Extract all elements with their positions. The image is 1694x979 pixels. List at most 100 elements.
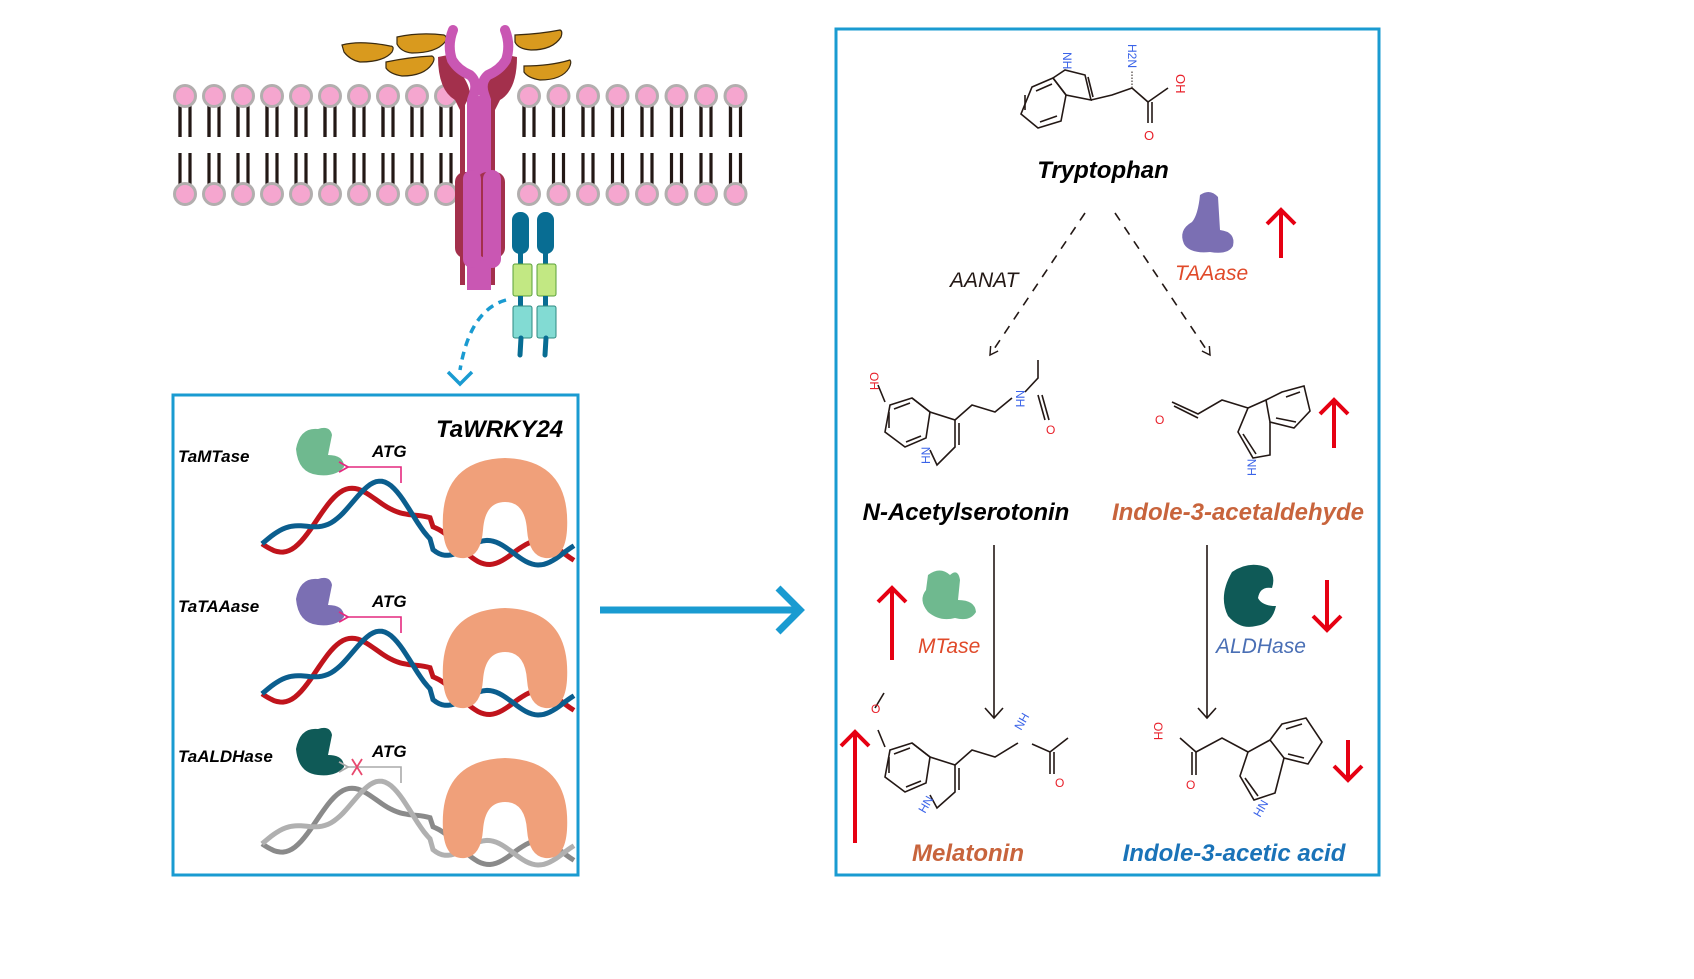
dna-strand <box>260 778 576 868</box>
atom-label: O <box>1046 423 1055 437</box>
phospholipid-icon <box>576 84 600 206</box>
atom-label: O <box>1144 128 1154 143</box>
ligand-icon <box>396 33 447 54</box>
phospholipid-icon <box>231 84 255 206</box>
ligand-icon <box>341 42 394 63</box>
promoter-arrow-icon <box>338 761 402 783</box>
phospholipid-icon <box>723 84 748 206</box>
iaa-down-arrow <box>1332 740 1364 783</box>
block-x-icon <box>351 758 363 776</box>
atg-label: ATG <box>371 592 407 611</box>
atom-label: O <box>1055 776 1064 790</box>
atom-label: HN <box>915 793 936 815</box>
compound-name: Tryptophan <box>1037 157 1169 184</box>
mtase-up-arrow <box>876 585 908 660</box>
dna-strand <box>260 785 576 868</box>
taaase-up-arrow <box>1265 207 1297 258</box>
dna-strand <box>260 478 576 568</box>
mtase-enzyme-icon <box>922 570 976 620</box>
phospholipid-icon <box>405 84 429 206</box>
ligand-icon <box>385 55 435 77</box>
dna-strand <box>260 485 576 568</box>
compound-name: N-Acetylserotonin <box>863 499 1070 526</box>
phospholipid-icon <box>605 84 630 206</box>
atom-label: O <box>1155 413 1164 427</box>
atom-label: HN <box>1245 459 1259 476</box>
melatonin-up-arrow <box>839 729 871 843</box>
phospholipid-icon <box>289 84 313 206</box>
atg-label: ATG <box>371 442 407 461</box>
promoter-arrow-icon <box>338 611 402 633</box>
indole-3-acetaldehyde-structure <box>1171 385 1311 459</box>
iaald-up-arrow <box>1318 397 1350 448</box>
gene-name: TaMTase <box>178 447 250 466</box>
pathway-panel <box>834 27 1381 877</box>
ligand-group <box>341 29 572 81</box>
gene-name: TaTAAase <box>178 597 259 616</box>
gene-regulation-panel <box>171 393 580 877</box>
transcription-factor-icon <box>442 608 568 709</box>
flow-arrow-icon <box>600 585 805 635</box>
gene-row: TaALDHase ATG <box>178 727 576 868</box>
gene-row: TaMTase ATG <box>178 427 576 568</box>
phospholipid-icon <box>347 84 371 206</box>
dna-strand <box>260 635 576 718</box>
dashed-reaction-arrow <box>989 212 1211 357</box>
gene-name: TaALDHase <box>178 747 273 766</box>
compound-name: Indole-3-acetic acid <box>1123 840 1347 867</box>
enzyme-label-aldhase: ALDHase <box>1214 635 1306 658</box>
n-acetylserotonin-structure <box>877 360 1050 467</box>
receptor-icon <box>438 25 517 290</box>
atom-label: OH <box>1151 722 1165 740</box>
reaction-arrow <box>984 545 1217 720</box>
phospholipid-icon <box>376 84 400 206</box>
indole-3-acetic-acid-structure <box>1179 717 1323 801</box>
phospholipid-icon <box>546 84 571 206</box>
compound-name: Melatonin <box>912 840 1024 867</box>
signal-arrow-icon <box>446 298 507 387</box>
atom-label: NH <box>1060 52 1074 69</box>
atom-label: HN <box>919 447 933 464</box>
tryptophan-structure <box>1020 69 1169 129</box>
transcription-factor-icon <box>442 758 568 859</box>
taaase-enzyme-icon <box>1182 191 1234 253</box>
atom-label: OH <box>867 372 881 390</box>
phospholipid-icon <box>635 84 659 206</box>
ligand-icon <box>523 59 572 81</box>
enzyme-label-aanat: AANAT <box>948 269 1021 292</box>
aldhase-down-arrow <box>1311 580 1343 633</box>
atom-label: H2N <box>1125 44 1139 68</box>
phospholipid-icon <box>318 84 342 206</box>
enzyme-icon <box>296 427 344 476</box>
tf-title: TaWRKY24 <box>436 416 563 443</box>
promoter-arrow-icon <box>338 461 402 483</box>
aldhase-enzyme-icon <box>1223 564 1276 627</box>
cell-membrane <box>173 84 748 206</box>
dna-strand <box>260 628 576 718</box>
kinase-icon <box>512 212 557 358</box>
atom-label: O <box>1186 778 1195 792</box>
ligand-icon <box>514 29 563 51</box>
phospholipid-icon <box>173 84 197 206</box>
enzyme-icon <box>296 727 344 776</box>
phospholipid-icon <box>694 84 718 206</box>
regulation-arrows <box>839 207 1364 843</box>
melatonin-structure <box>874 692 1069 810</box>
phospholipid-icon <box>664 84 689 206</box>
atom-label: NH <box>1013 390 1027 407</box>
atom-label: NH <box>1011 710 1032 732</box>
transcription-factor-icon <box>442 458 568 559</box>
compound-name: Indole-3-acetaldehyde <box>1112 499 1364 526</box>
gene-row: TaTAAase ATG <box>178 577 576 718</box>
phospholipid-icon <box>434 84 458 206</box>
phospholipid-icon <box>202 84 226 206</box>
enzyme-label-mtase: MTase <box>918 635 980 658</box>
atg-label: ATG <box>371 742 407 761</box>
atom-label: O <box>871 702 880 716</box>
phospholipid-icon <box>517 84 541 206</box>
atom-label: OH <box>1173 74 1188 94</box>
enzyme-icon <box>296 577 344 626</box>
enzyme-label-taaase: TAAase <box>1175 262 1248 285</box>
phospholipid-icon <box>260 84 284 206</box>
